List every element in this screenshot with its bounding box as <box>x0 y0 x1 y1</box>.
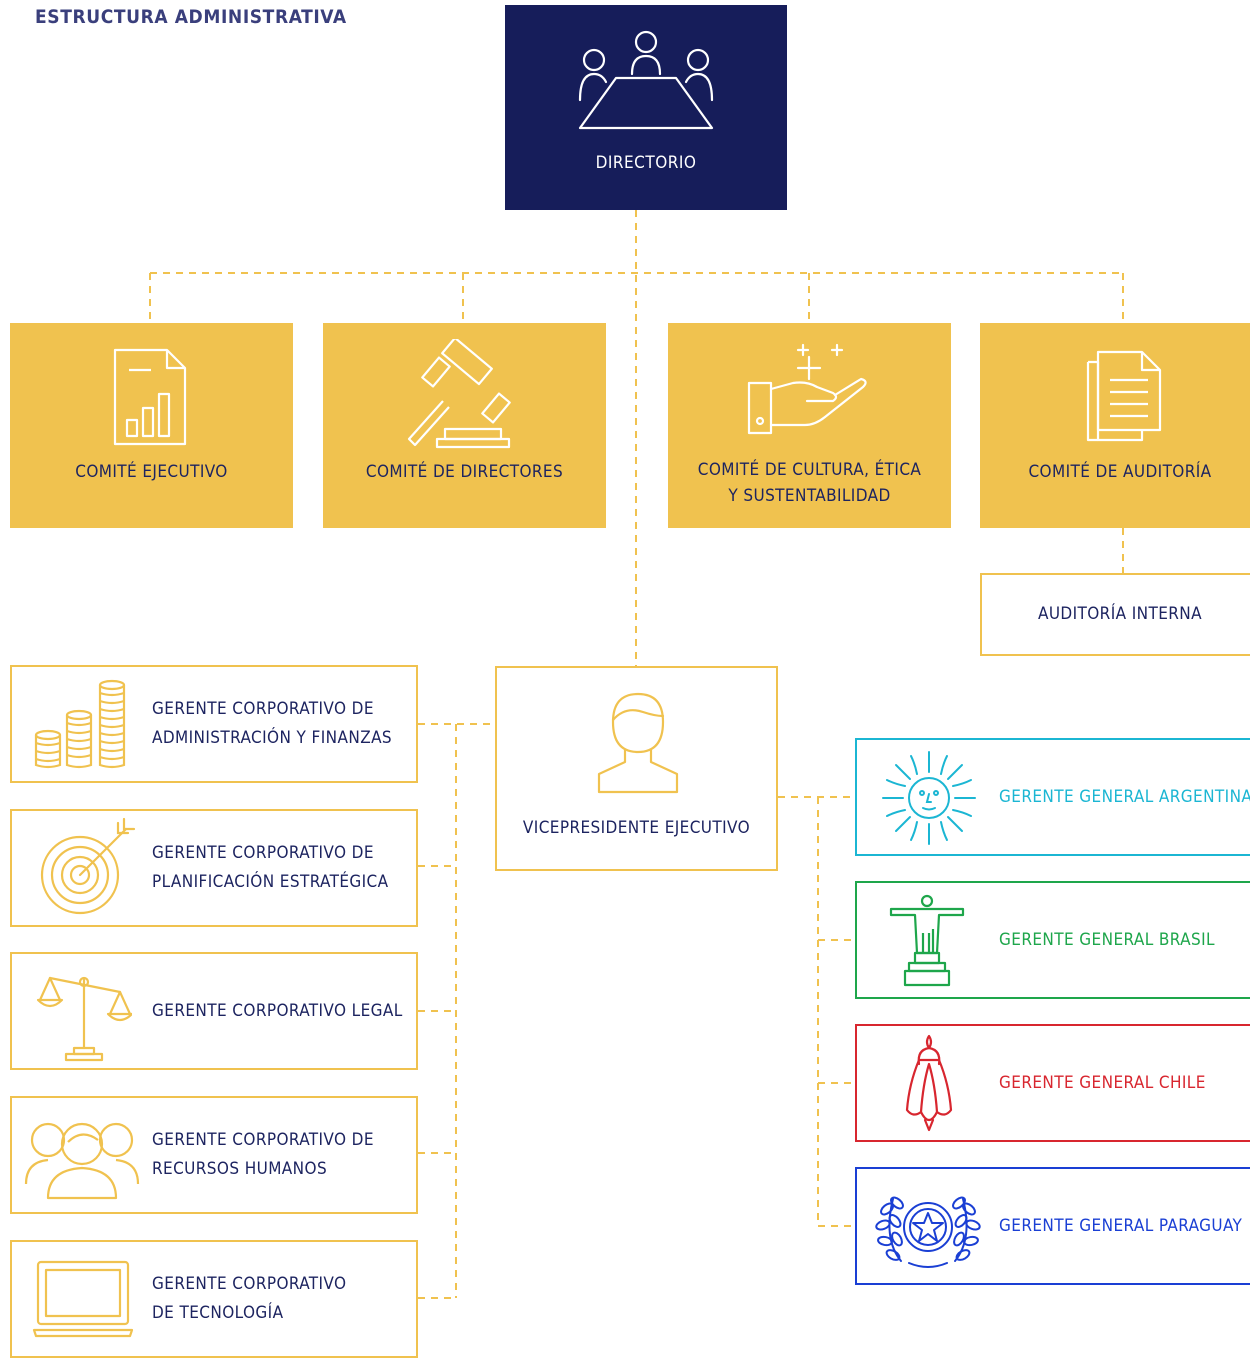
scales-icon <box>36 976 132 1062</box>
gerente-planificacion-box: GERENTE CORPORATIVO DE PLANIFICACIÓN EST… <box>10 809 418 927</box>
gavel-icon <box>407 339 511 449</box>
gerente-tecnologia-box: GERENTE CORPORATIVO DE TECNOLOGÍA <box>10 1240 418 1358</box>
gerente-legal-label: GERENTE CORPORATIVO LEGAL <box>152 954 406 1068</box>
laptop-icon <box>32 1260 134 1338</box>
christ-redeemer-icon <box>889 894 965 987</box>
gerente-argentina-label: GERENTE GENERAL ARGENTINA <box>999 787 1250 807</box>
people-group-icon <box>24 1122 140 1200</box>
auditoria-interna-box: AUDITORÍA INTERNA <box>980 573 1250 656</box>
comite-ejecutivo-label: COMITÉ EJECUTIVO <box>75 462 228 482</box>
gerente-legal-line1: GERENTE CORPORATIVO LEGAL <box>152 1000 403 1021</box>
comite-auditoria-label: COMITÉ DE AUDITORÍA <box>1028 462 1212 482</box>
target-icon <box>40 817 136 915</box>
gerente-brasil-box: GERENTE GENERAL BRASIL <box>855 881 1250 999</box>
gerente-argentina-box: GERENTE GENERAL ARGENTINA <box>855 738 1250 856</box>
gerente-rrhh-label: GERENTE CORPORATIVO DE RECURSOS HUMANOS <box>152 1098 406 1212</box>
sun-of-may-icon <box>882 751 976 845</box>
coin-stacks-icon <box>34 679 126 769</box>
person-icon <box>597 692 679 794</box>
comite-cultura-label-line1: COMITÉ DE CULTURA, ÉTICA <box>697 460 922 480</box>
comite-cultura-label: COMITÉ DE CULTURA, ÉTICA Y SUSTENTABILID… <box>674 457 945 509</box>
gerente-planificacion-line1: GERENTE CORPORATIVO DE <box>152 843 374 863</box>
vicepresidente-box: VICEPRESIDENTE EJECUTIVO <box>495 666 778 871</box>
star-wreath-icon <box>875 1196 981 1268</box>
gerente-brasil-label: GERENTE GENERAL BRASIL <box>999 930 1215 950</box>
gerente-legal-box: GERENTE CORPORATIVO LEGAL <box>10 952 418 1070</box>
comite-directores-label: COMITÉ DE DIRECTORES <box>365 462 564 482</box>
gerente-rrhh-line2: RECURSOS HUMANOS <box>152 1159 328 1179</box>
directorio-label: DIRECTORIO <box>595 153 697 173</box>
hand-sparkle-icon <box>747 343 867 435</box>
gerente-planificacion-label: GERENTE CORPORATIVO DE PLANIFICACIÓN EST… <box>152 811 406 925</box>
comite-ejecutivo-box: COMITÉ EJECUTIVO <box>10 323 293 528</box>
gerente-rrhh-line1: GERENTE CORPORATIVO DE <box>152 1130 374 1150</box>
gerente-paraguay-box: GERENTE GENERAL PARAGUAY <box>855 1167 1250 1285</box>
comite-cultura-label-line2: Y SUSTENTABILIDAD <box>728 486 891 506</box>
documents-icon <box>1086 350 1162 442</box>
report-chart-icon <box>113 348 187 446</box>
gerente-rrhh-box: GERENTE CORPORATIVO DE RECURSOS HUMANOS <box>10 1096 418 1214</box>
gerente-chile-box: GERENTE GENERAL CHILE <box>855 1024 1250 1142</box>
gerente-chile-label: GERENTE GENERAL CHILE <box>999 1073 1206 1093</box>
auditoria-interna-label: AUDITORÍA INTERNA <box>1037 604 1203 624</box>
gerente-finanzas-label: GERENTE CORPORATIVO DE ADMINISTRACIÓN Y … <box>152 667 406 781</box>
comite-cultura-box: COMITÉ DE CULTURA, ÉTICA Y SUSTENTABILID… <box>668 323 951 528</box>
meeting-table-icon <box>578 30 714 130</box>
gerente-planificacion-line2: PLANIFICACIÓN ESTRATÉGICA <box>152 872 389 892</box>
comite-directores-box: COMITÉ DE DIRECTORES <box>323 323 606 528</box>
gerente-tecnologia-line2: DE TECNOLOGÍA <box>152 1303 284 1323</box>
copihue-flower-icon <box>905 1034 953 1132</box>
gerente-paraguay-label: GERENTE GENERAL PARAGUAY <box>999 1216 1243 1236</box>
page-title: ESTRUCTURA ADMINISTRATIVA <box>35 6 347 28</box>
gerente-tecnologia-label: GERENTE CORPORATIVO DE TECNOLOGÍA <box>152 1242 406 1356</box>
gerente-tecnologia-line1: GERENTE CORPORATIVO <box>152 1274 347 1294</box>
gerente-finanzas-line2: ADMINISTRACIÓN Y FINANZAS <box>152 728 393 748</box>
gerente-finanzas-line1: GERENTE CORPORATIVO DE <box>152 699 374 719</box>
gerente-finanzas-box: GERENTE CORPORATIVO DE ADMINISTRACIÓN Y … <box>10 665 418 783</box>
comite-auditoria-box: COMITÉ DE AUDITORÍA <box>980 323 1250 528</box>
vicepresidente-label: VICEPRESIDENTE EJECUTIVO <box>522 818 751 838</box>
directorio-box: DIRECTORIO <box>505 5 787 210</box>
